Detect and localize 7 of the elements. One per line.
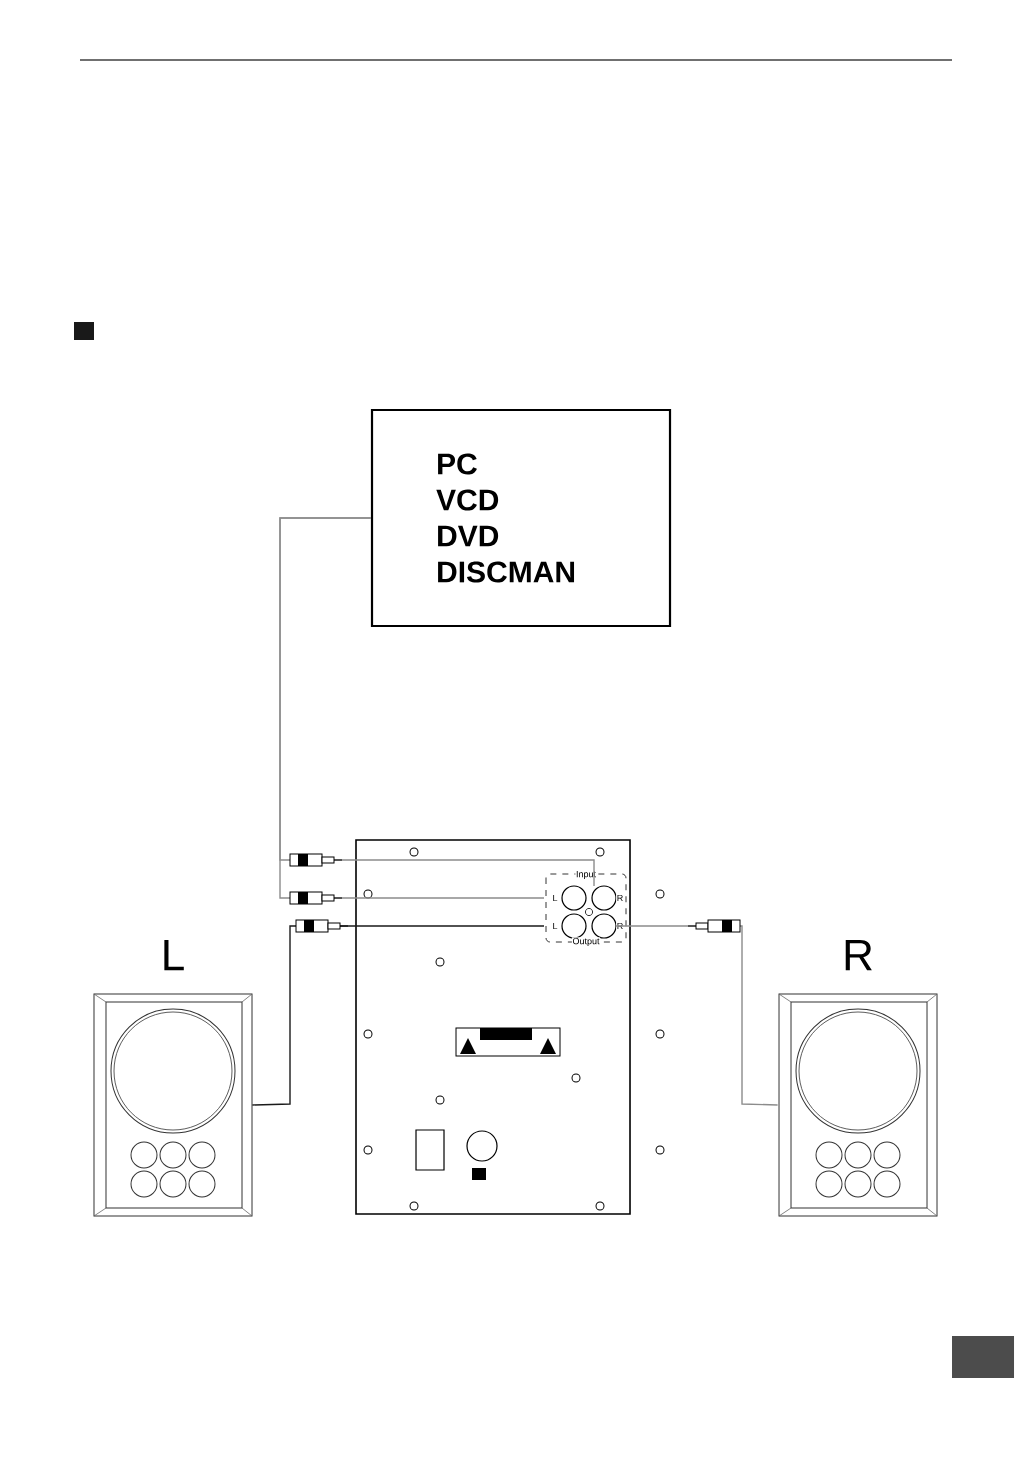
cable — [615, 925, 779, 1106]
cable — [279, 517, 545, 899]
speaker-label: L — [164, 939, 184, 971]
subwoofer-drawing — [355, 839, 665, 1215]
source-box: PC VCD DVD DISCMAN — [370, 408, 672, 628]
speaker-label: R — [845, 939, 872, 971]
cable — [251, 925, 545, 1106]
